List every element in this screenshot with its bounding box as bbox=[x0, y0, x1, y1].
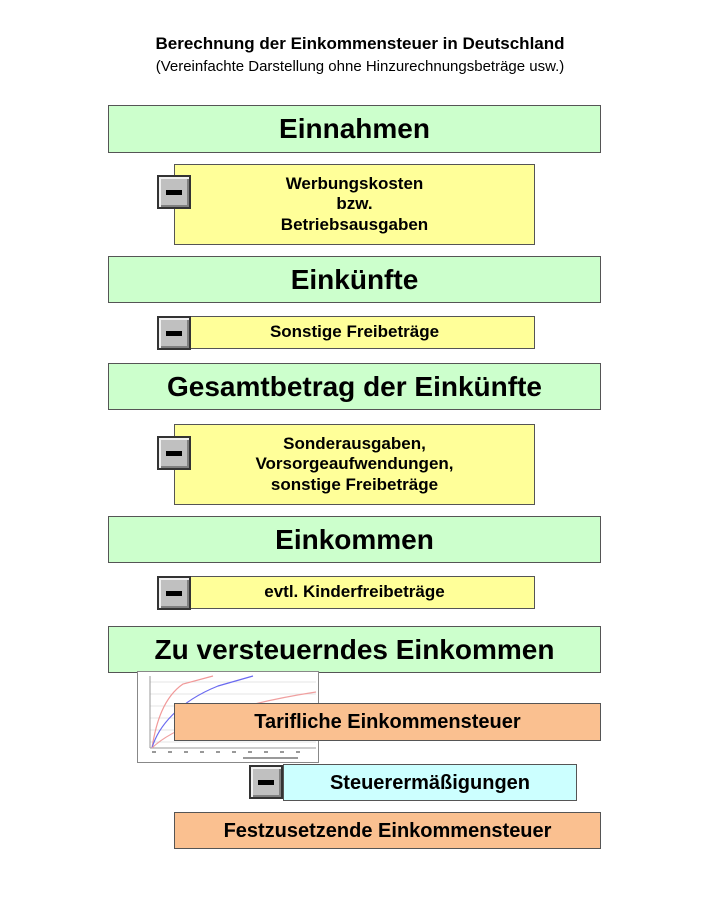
step-steuerermaessigungen: Steuerermäßigungen bbox=[283, 764, 577, 801]
minus-icon bbox=[249, 765, 283, 799]
step-gesamtbetrag-label: Gesamtbetrag der Einkünfte bbox=[167, 370, 542, 402]
step-werbungskosten: Werbungskosten bzw. Betriebsausgaben bbox=[174, 164, 535, 245]
step-kinderfreibetraege-label: evtl. Kinderfreibeträge bbox=[264, 582, 445, 602]
diagram-subtitle: (Vereinfachte Darstellung ohne Hinzurech… bbox=[155, 58, 565, 75]
step-kinderfreibetraege: evtl. Kinderfreibeträge bbox=[174, 576, 535, 609]
step-zve-label: Zu versteuerndes Einkommen bbox=[154, 633, 555, 665]
sonderausgaben-line-2: Vorsorgeaufwendungen, bbox=[255, 454, 454, 474]
step-einkommen: Einkommen bbox=[108, 516, 601, 563]
step-festzusetzende: Festzusetzende Einkommensteuer bbox=[174, 812, 601, 849]
step-tarifliche-label: Tarifliche Einkommensteuer bbox=[254, 711, 521, 733]
step-steuerermaessigungen-label: Steuerermäßigungen bbox=[329, 771, 531, 794]
step-sonderausgaben: Sonderausgaben, Vorsorgeaufwendungen, so… bbox=[174, 424, 535, 505]
step-tarifliche: Tarifliche Einkommensteuer bbox=[174, 703, 601, 741]
step-zve: Zu versteuerndes Einkommen bbox=[108, 626, 601, 673]
diagram-title: Berechnung der Einkommensteuer in Deutsc… bbox=[155, 34, 565, 53]
minus-icon bbox=[157, 316, 191, 350]
werbungskosten-line-2: bzw. bbox=[336, 194, 373, 214]
step-sonstige-freibetraege-label: Sonstige Freibeträge bbox=[269, 322, 440, 342]
minus-icon bbox=[157, 576, 191, 610]
step-einkuenfte: Einkünfte bbox=[108, 256, 601, 303]
sonderausgaben-line-3: sonstige Freibeträge bbox=[270, 474, 439, 494]
step-einnahmen-label: Einnahmen bbox=[279, 113, 430, 145]
step-einkuenfte-label: Einkünfte bbox=[290, 263, 419, 295]
step-einnahmen: Einnahmen bbox=[108, 105, 601, 153]
step-gesamtbetrag: Gesamtbetrag der Einkünfte bbox=[108, 363, 601, 410]
werbungskosten-line-3: Betriebsausgaben bbox=[280, 214, 429, 234]
step-einkommen-label: Einkommen bbox=[275, 523, 434, 555]
werbungskosten-line-1: Werbungskosten bbox=[285, 173, 424, 193]
sonderausgaben-line-1: Sonderausgaben, bbox=[283, 433, 426, 453]
step-sonstige-freibetraege: Sonstige Freibeträge bbox=[174, 316, 535, 349]
step-festzusetzende-label: Festzusetzende Einkommensteuer bbox=[223, 819, 552, 842]
minus-icon bbox=[157, 436, 191, 470]
minus-icon bbox=[157, 175, 191, 209]
